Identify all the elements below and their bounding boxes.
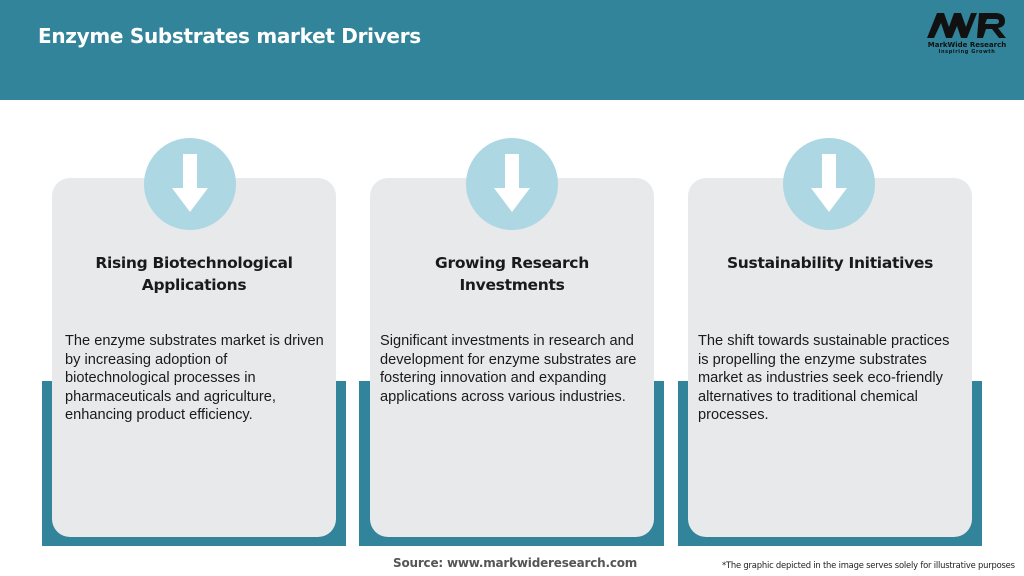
arrow-down-icon	[494, 154, 530, 212]
markwide-logo: MarkWide Research Inspiring Growth	[922, 10, 1012, 58]
header-banner: Enzyme Substrates market Drivers MarkWid…	[0, 0, 1024, 100]
logo-tagline: Inspiring Growth	[938, 49, 996, 55]
card-1-icon-circle	[144, 138, 236, 230]
card-2-icon-circle	[466, 138, 558, 230]
driver-card-1	[52, 178, 336, 537]
disclaimer-text: *The graphic depicted in the image serve…	[722, 560, 1015, 570]
page-title: Enzyme Substrates market Drivers	[38, 24, 421, 48]
logo-name: MarkWide Research	[927, 41, 1007, 49]
card-3-title: Sustainability Initiatives	[726, 254, 934, 272]
card-1-description: The enzyme substrates market is driven b…	[65, 333, 324, 424]
driver-card-3	[688, 178, 972, 537]
card-3-description: The shift towards sustainable practices …	[698, 333, 950, 424]
driver-card-2	[370, 178, 654, 537]
arrow-down-icon	[811, 154, 847, 212]
card-2-description: Significant investments in research and …	[380, 333, 637, 405]
arrow-down-icon	[172, 154, 208, 212]
card-1-title: Rising Biotechnological Applications	[95, 254, 293, 294]
mwr-logo-icon	[927, 13, 1006, 38]
card-3-icon-circle	[783, 138, 875, 230]
card-2-title: Growing Research Investments	[435, 254, 589, 294]
source-link[interactable]: Source: www.markwideresearch.com	[393, 556, 638, 570]
